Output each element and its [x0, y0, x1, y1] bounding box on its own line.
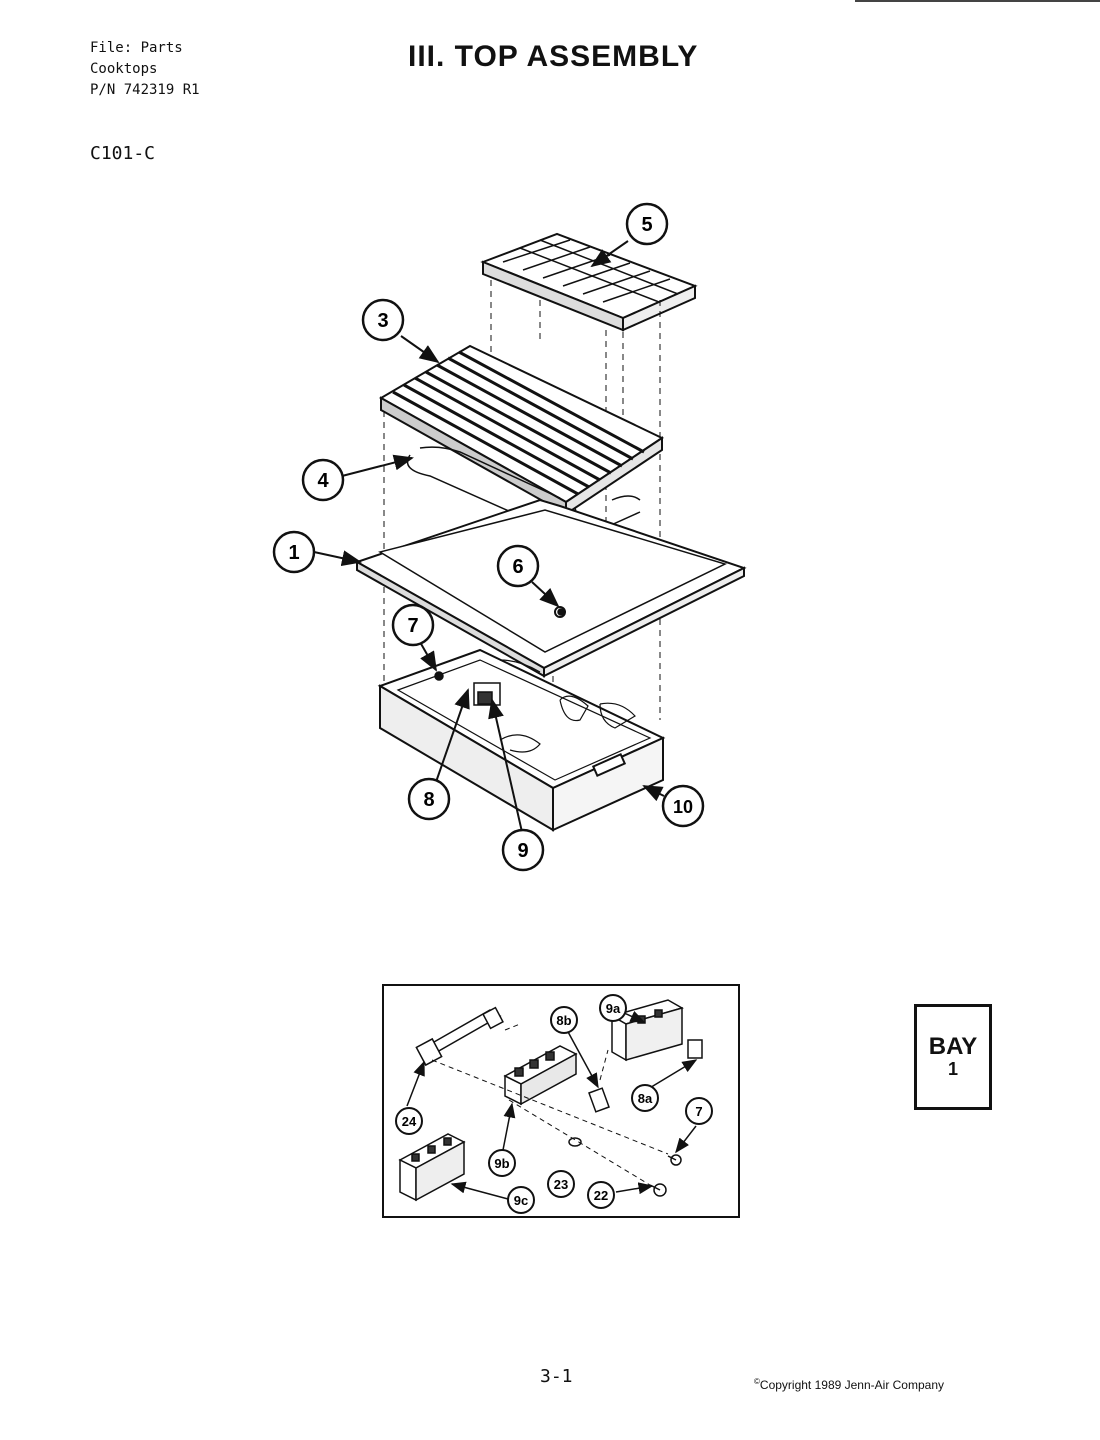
file-info: File: Parts Cooktops P/N 742319 R1 — [90, 38, 200, 101]
small-hardware — [568, 1087, 682, 1197]
callout-1: 1 — [272, 530, 316, 574]
svg-text:8b: 8b — [556, 1013, 571, 1028]
bay-label: BAY — [928, 1033, 978, 1060]
svg-text:8a: 8a — [638, 1091, 653, 1106]
page-number: 3-1 — [540, 1366, 573, 1387]
svg-text:22: 22 — [594, 1188, 608, 1203]
category-line: Cooktops — [90, 61, 158, 77]
callout-5: 5 — [625, 202, 669, 246]
svg-text:9c: 9c — [514, 1193, 528, 1208]
callout-6: 6 — [496, 544, 540, 588]
callout-9: 9 — [501, 828, 545, 872]
svg-text:24: 24 — [402, 1114, 417, 1129]
svg-text:10: 10 — [673, 797, 693, 817]
svg-text:3: 3 — [377, 310, 388, 332]
callout-4: 4 — [301, 458, 345, 502]
copyright-text: Copyright 1989 Jenn-Air Company — [759, 1378, 945, 1392]
page-title: III. TOP ASSEMBLY — [408, 40, 699, 73]
callout-8a: 8a — [631, 1084, 659, 1112]
detail-inset: 8b 9a 8a 7 24 9b 23 22 9c — [382, 984, 740, 1218]
callout-23: 23 — [547, 1170, 575, 1198]
bay-label-box: BAY 1 — [914, 1004, 992, 1110]
svg-text:9a: 9a — [606, 1001, 621, 1016]
top-edge-line — [855, 0, 1100, 2]
switch-part-9b — [503, 1045, 578, 1106]
copyright-symbol: © — [754, 1377, 760, 1386]
chassis-pan-part-10 — [377, 648, 666, 832]
svg-text:7: 7 — [407, 615, 418, 637]
svg-text:9: 9 — [517, 840, 528, 862]
callout-22: 22 — [587, 1181, 615, 1209]
file-line: File: Parts — [90, 40, 183, 56]
detail-callouts: 8b 9a 8a 7 24 9b 23 22 9c — [395, 994, 713, 1214]
callout-7: 7 — [391, 603, 435, 647]
callout-8b: 8b — [550, 1006, 578, 1034]
svg-text:9b: 9b — [494, 1156, 509, 1171]
part-number-line: P/N 742319 R1 — [90, 82, 200, 98]
grill-grate-part-5 — [480, 232, 698, 332]
copyright-notice: ©Copyright 1989 Jenn-Air Company — [754, 1377, 944, 1392]
bracket-part-24 — [415, 1006, 504, 1067]
callout-10: 10 — [661, 784, 705, 828]
frame-part-1 — [354, 498, 747, 678]
detail-guide-lines — [431, 1023, 669, 1186]
switch-part-9c — [398, 1133, 466, 1202]
svg-text:7: 7 — [695, 1104, 702, 1119]
svg-text:1: 1 — [288, 542, 299, 564]
grill-grates-part-3 — [378, 344, 665, 516]
svg-text:4: 4 — [317, 470, 329, 492]
svg-text:6: 6 — [512, 556, 523, 578]
svg-text:23: 23 — [554, 1177, 568, 1192]
callout-9b: 9b — [488, 1149, 516, 1177]
main-callouts: 5 3 4 1 6 7 8 9 10 — [272, 202, 705, 872]
callout-24: 24 — [395, 1107, 423, 1135]
callout-7-detail: 7 — [685, 1097, 713, 1125]
callout-3: 3 — [361, 298, 405, 342]
leader-arrows — [313, 240, 665, 833]
bay-number: 1 — [947, 1059, 958, 1079]
doc-code: C101-C — [90, 143, 156, 164]
callout-8: 8 — [407, 777, 451, 821]
svg-text:5: 5 — [641, 214, 652, 236]
callout-9c: 9c — [507, 1186, 535, 1214]
callout-9a: 9a — [599, 994, 627, 1022]
svg-text:8: 8 — [423, 789, 434, 811]
